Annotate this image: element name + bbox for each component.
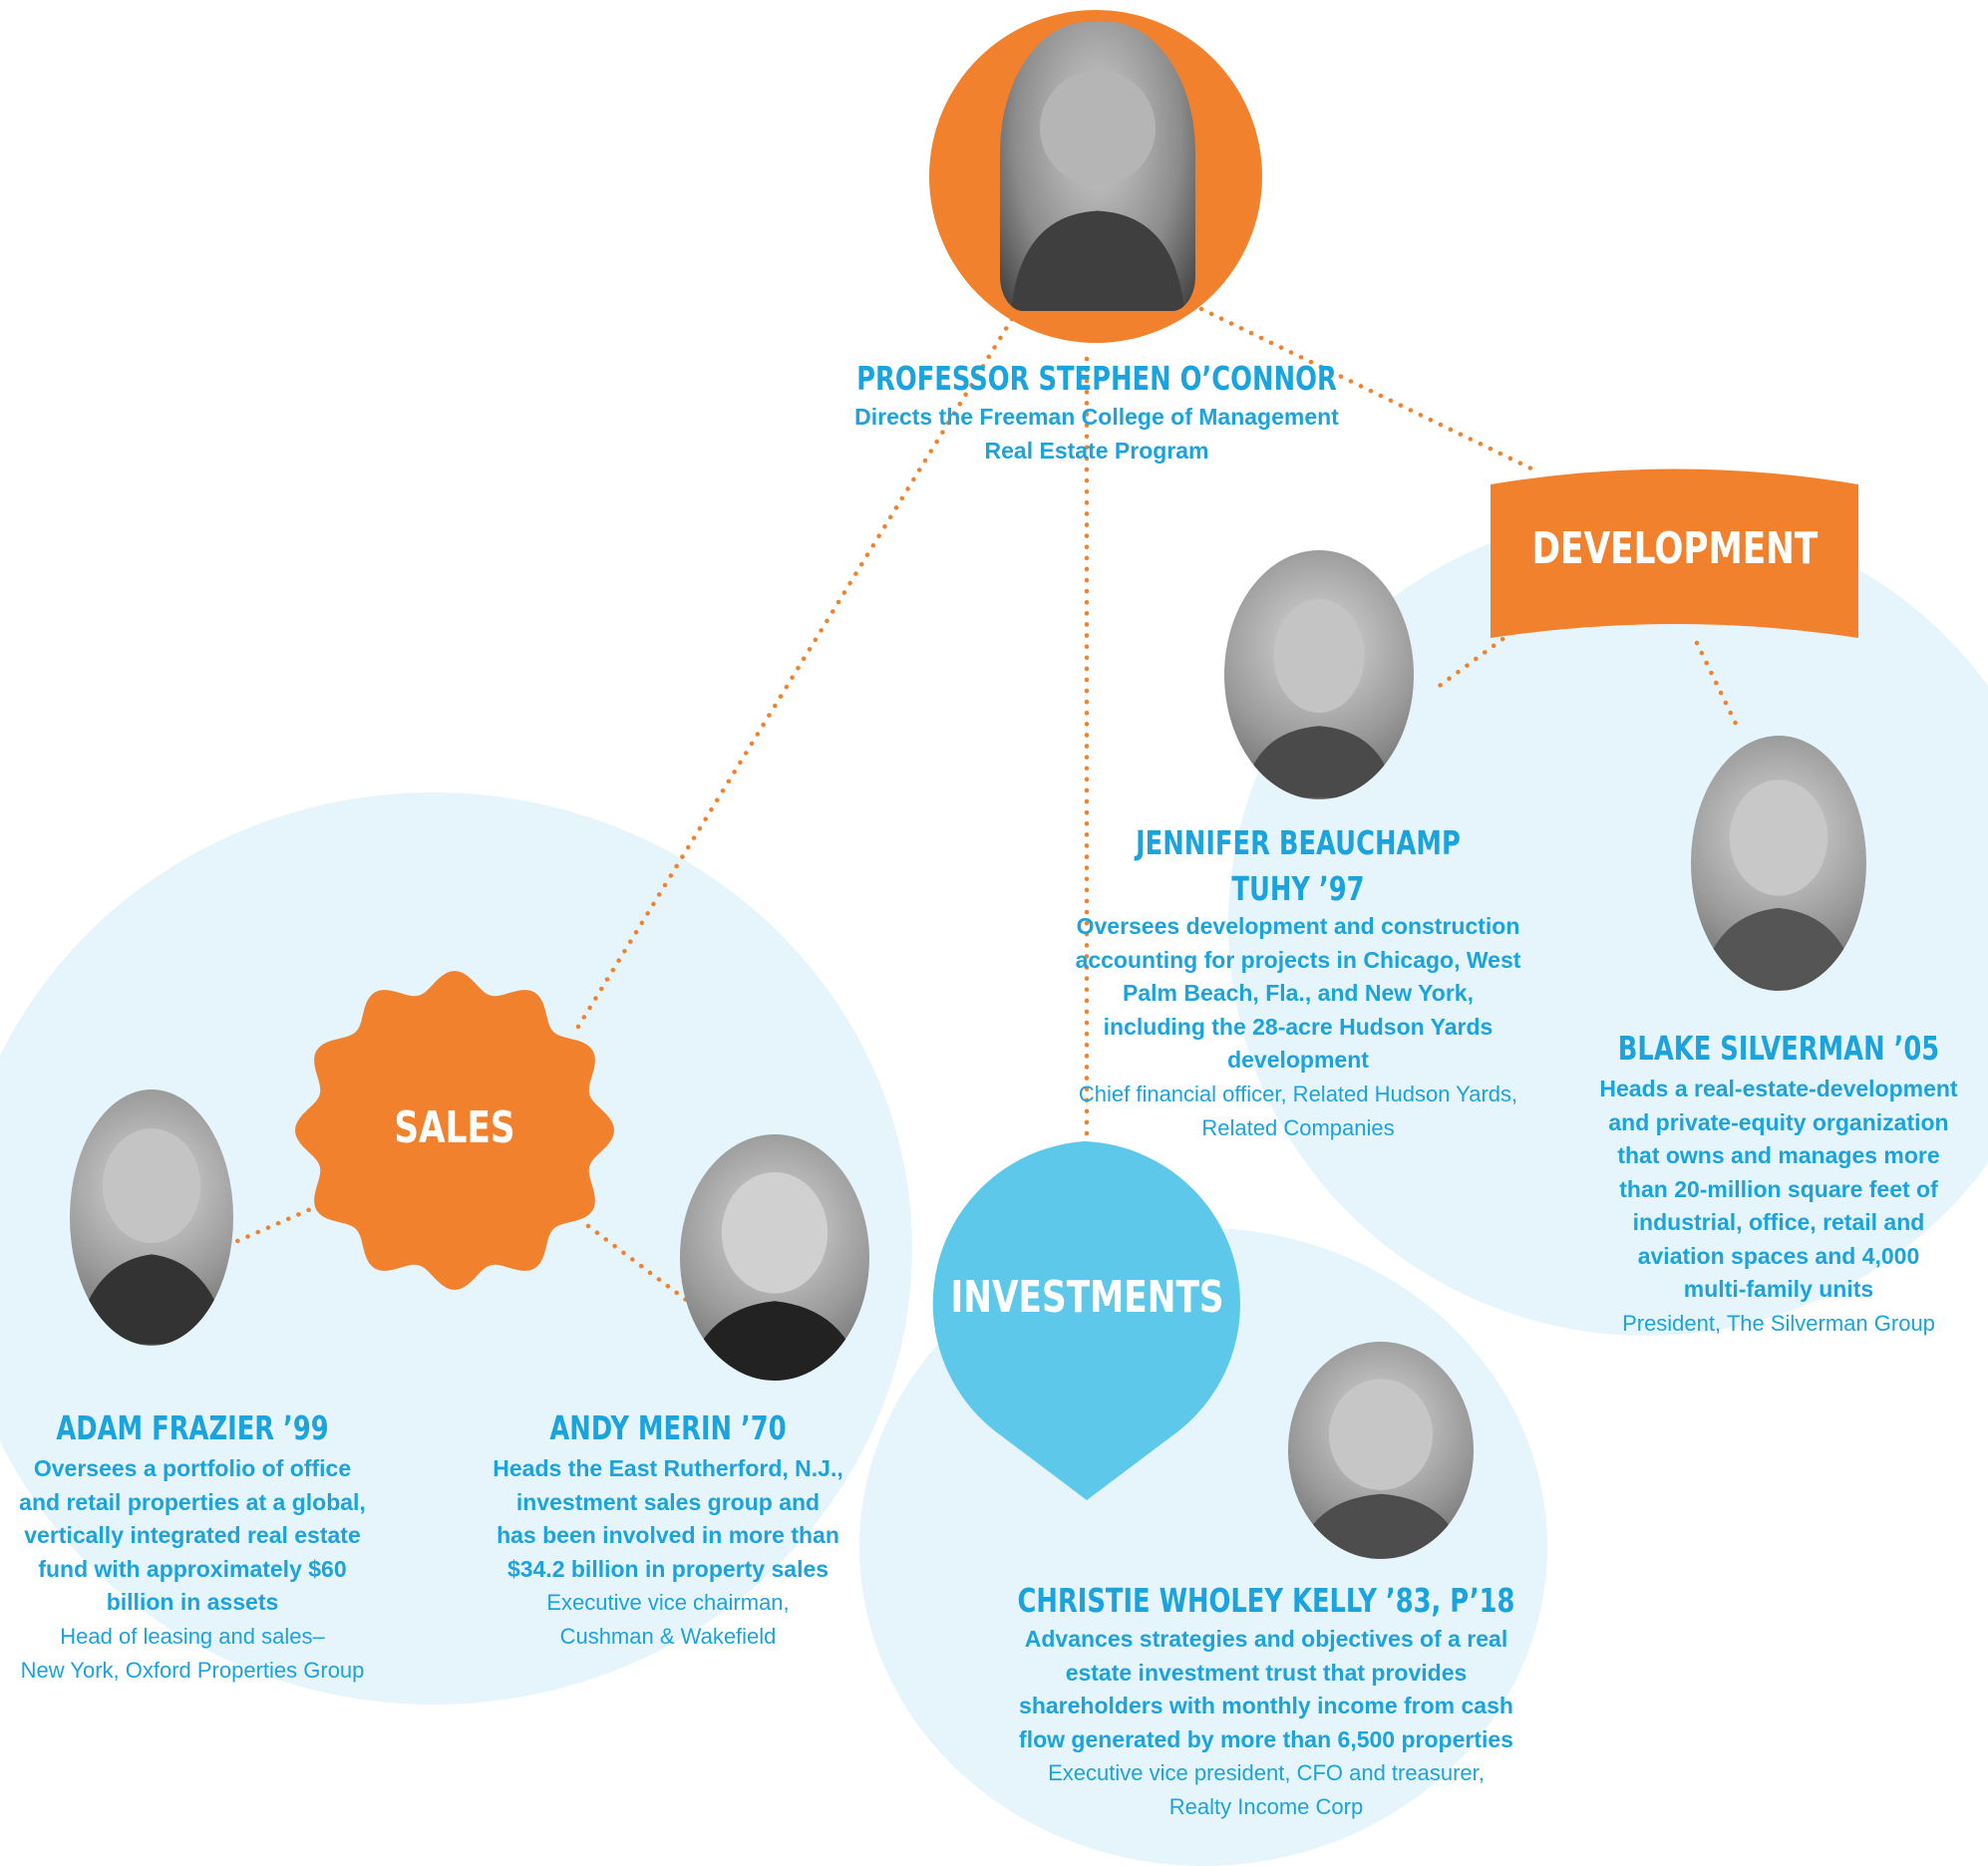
connector-sales-adam — [209, 1198, 332, 1255]
andy-title-line: Executive vice chairman, — [546, 1590, 790, 1615]
jennifer-name: JENNIFER BEAUCHAMP TUHY ’97 — [1065, 820, 1531, 912]
portrait-silhouette-icon — [1297, 1379, 1465, 1559]
blake-desc-line: multi-family units — [1683, 1276, 1874, 1302]
blake-desc-line: than 20-million square feet of — [1619, 1175, 1938, 1202]
christie-title-line: Executive vice president, CFO and treasu… — [1048, 1760, 1485, 1785]
connector-hub-development — [1198, 306, 1538, 473]
investments-bubble-shape — [932, 1141, 1240, 1500]
hub-desc-line: Real Estate Program — [984, 437, 1209, 464]
development-banner — [1491, 468, 1858, 638]
portrait-silhouette-icon — [74, 1128, 229, 1345]
andy-title: Executive vice chairman, Cushman & Wakef… — [439, 1586, 897, 1653]
investments-label: INVESTMENTS — [950, 1272, 1224, 1323]
portrait-silhouette-icon — [1699, 779, 1858, 991]
jennifer-title: Chief financial officer, Related Hudson … — [999, 1078, 1597, 1144]
adam-description: Oversees a portfolio of office and retai… — [0, 1452, 422, 1620]
connector-development-blake — [1694, 640, 1740, 729]
jennifer-name-line: JENNIFER BEAUCHAMP — [1136, 823, 1461, 862]
hub-description: Directs the Freeman College of Managemen… — [758, 401, 1436, 467]
sales-badge — [295, 971, 614, 1290]
christie-desc-line: estate investment trust that provides — [1065, 1659, 1468, 1686]
development-label: DEVELOPMENT — [1531, 523, 1819, 574]
andy-title-line: Cushman & Wakefield — [559, 1623, 777, 1649]
adam-desc-line: and retail properties at a global, — [19, 1488, 366, 1515]
jennifer-desc-line: development — [1227, 1047, 1369, 1073]
adam-desc-line: Oversees a portfolio of office — [33, 1455, 352, 1481]
jennifer-desc-line: Palm Beach, Fla., and New York, — [1123, 980, 1474, 1006]
blake-desc-line: aviation spaces and 4,000 — [1637, 1242, 1920, 1269]
jennifer-name-line: TUHY ’97 — [1231, 869, 1365, 908]
connector-sales-andy — [585, 1223, 701, 1312]
christie-desc-line: shareholders with monthly income from ca… — [1019, 1693, 1513, 1718]
christie-desc-line: Advances strategies and objectives of a … — [1024, 1626, 1508, 1652]
portrait-silhouette-icon — [1243, 599, 1395, 798]
connector-development-jennifer — [1430, 623, 1523, 694]
andy-desc-line: investment sales group and — [515, 1488, 821, 1515]
adam-portrait — [70, 1089, 233, 1346]
christie-name: CHRISTIE WHOLEY KELLY ’83, P’18 — [1017, 1581, 1515, 1620]
adam-desc-line: vertically integrated real estate — [24, 1522, 361, 1548]
andy-name: ANDY MERIN ’70 — [549, 1408, 787, 1447]
jennifer-desc-line: Oversees development and construction — [1076, 913, 1520, 939]
andy-desc-line: has been involved in more than — [497, 1522, 839, 1548]
portrait-silhouette-icon — [1011, 70, 1184, 311]
hub-portrait — [1000, 22, 1195, 311]
adam-title-line: New York, Oxford Properties Group — [20, 1657, 365, 1683]
blake-title: President, The Silverman Group — [1529, 1307, 1988, 1341]
jennifer-description: Oversees development and construction ac… — [999, 910, 1597, 1078]
andy-description: Heads the East Rutherford, N.J., investm… — [439, 1452, 897, 1586]
adam-title-line: Head of leasing and sales– — [60, 1624, 325, 1649]
andy-portrait — [680, 1134, 869, 1381]
hub-name: PROFESSOR STEPHEN O’CONNOR — [856, 359, 1337, 398]
jennifer-portrait — [1224, 550, 1414, 799]
christie-portrait — [1288, 1342, 1474, 1559]
christie-desc-line: flow generated by more than 6,500 proper… — [1019, 1725, 1513, 1752]
adam-name: ADAM FRAZIER ’99 — [56, 1408, 329, 1447]
andy-desc-line: Heads the East Rutherford, N.J., — [493, 1455, 843, 1481]
blake-desc-line: industrial, office, retail and — [1632, 1209, 1925, 1235]
adam-desc-line: fund with approximately $60 — [38, 1555, 347, 1582]
blake-desc-line: that owns and manages more — [1617, 1142, 1940, 1168]
jennifer-desc-line: including the 28-acre Hudson Yards — [1103, 1013, 1493, 1040]
sales-label: SALES — [394, 1102, 515, 1153]
jennifer-desc-line: accounting for projects in Chicago, West — [1075, 946, 1521, 973]
blake-title-line: President, The Silverman Group — [1622, 1311, 1935, 1336]
connector-layer — [209, 306, 1858, 1500]
blake-portrait — [1691, 736, 1866, 991]
adam-title: Head of leasing and sales– New York, Oxf… — [0, 1620, 422, 1687]
portrait-silhouette-icon — [685, 1172, 864, 1381]
blake-desc-line: Heads a real-estate-development — [1599, 1076, 1958, 1101]
hub-desc-line: Directs the Freeman College of Managemen… — [854, 404, 1339, 430]
blake-name: BLAKE SILVERMAN ’05 — [1617, 1029, 1940, 1068]
christie-title: Executive vice president, CFO and treasu… — [957, 1756, 1575, 1823]
blake-desc-line: and private-equity organization — [1608, 1108, 1949, 1135]
adam-desc-line: billion in assets — [106, 1589, 279, 1615]
org-diagram: DEVELOPMENT SALES INVESTMENTS PROFESSOR … — [0, 10, 1988, 1866]
jennifer-title-line: Related Companies — [1201, 1114, 1395, 1140]
christie-title-line: Realty Income Corp — [1168, 1793, 1364, 1819]
jennifer-title-line: Chief financial officer, Related Hudson … — [1078, 1082, 1518, 1106]
christie-description: Advances strategies and objectives of a … — [957, 1623, 1575, 1756]
andy-desc-line: $34.2 billion in property sales — [506, 1555, 829, 1582]
blake-description: Heads a real-estate-development and priv… — [1529, 1073, 1988, 1307]
